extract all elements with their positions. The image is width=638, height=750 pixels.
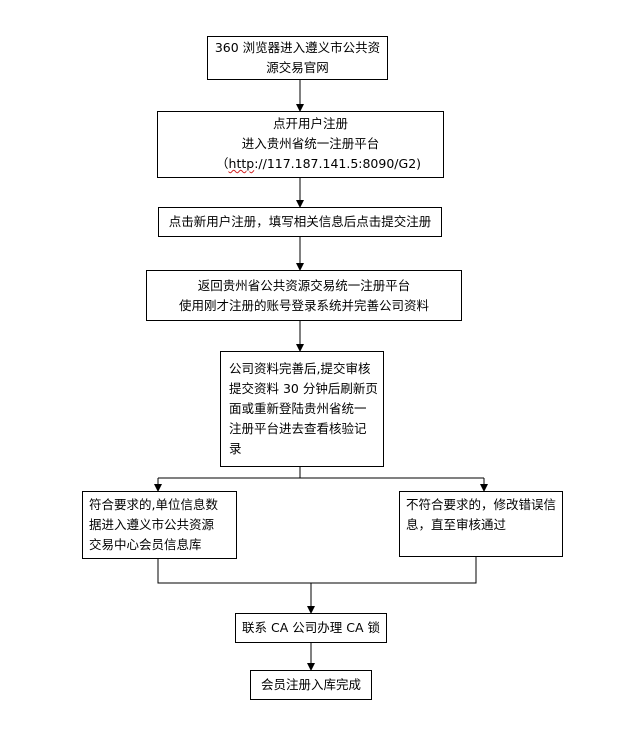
step1-line1: 360 浏览器进入遵义市公共资 <box>214 40 381 55</box>
step6a-line1: 符合要求的,单位信息数 <box>89 497 218 512</box>
step8-box: 会员注册入库完成 <box>250 670 372 700</box>
step2-line1: 点开用户注册 <box>272 116 348 131</box>
step5-line5: 录 <box>229 441 242 456</box>
step3-line1: 点击新用户注册，填写相关信息后点击提交注册 <box>168 214 432 229</box>
step6b-line2: 息，直至审核通过 <box>406 517 507 532</box>
step7-box: 联系 CA 公司办理 CA 锁 <box>235 613 387 643</box>
step5-box: 公司资料完善后,提交审核 提交资料 30 分钟后刷新页 面或重新登陆贵州省统一 … <box>220 351 384 467</box>
step5-line3: 面或重新登陆贵州省统一 <box>229 401 367 416</box>
step4-line1: 返回贵州省公共资源交易统一注册平台 <box>197 278 411 293</box>
branch-merge-line <box>157 557 477 584</box>
step6a-line2: 据进入遵义市公共资源 <box>89 517 215 532</box>
step6b-box: 不符合要求的，修改错误信 息，直至审核通过 <box>399 491 563 557</box>
step4-box: 返回贵州省公共资源交易统一注册平台 使用刚才注册的账号登录系统并完善公司资料 <box>146 270 462 321</box>
step5-line2: 提交资料 30 分钟后刷新页 <box>229 381 378 396</box>
step1-line2: 源交易官网 <box>266 60 329 75</box>
step2-url-paren: （ <box>216 156 229 171</box>
step2-url-line: （http://117.187.141.5:8090/G2) <box>158 154 443 174</box>
step6b-line1: 不符合要求的，修改错误信 <box>406 497 557 512</box>
step3-box: 点击新用户注册，填写相关信息后点击提交注册 <box>158 207 442 237</box>
step2-url-scheme: http <box>228 156 255 171</box>
step4-line2: 使用刚才注册的账号登录系统并完善公司资料 <box>178 298 429 313</box>
step6a-line3: 交易中心会员信息库 <box>89 537 202 552</box>
step8-line1: 会员注册入库完成 <box>260 677 361 692</box>
step1-box: 360 浏览器进入遵义市公共资 源交易官网 <box>207 36 388 80</box>
step2-url-rest: ://117.187.141.5:8090/G2) <box>254 156 422 171</box>
step6a-box: 符合要求的,单位信息数 据进入遵义市公共资源 交易中心会员信息库 <box>82 491 237 559</box>
step5-line4: 注册平台进去查看核验记 <box>229 421 367 436</box>
step2-line2: 进入贵州省统一注册平台 <box>241 136 380 151</box>
step7-line1: 联系 CA 公司办理 CA 锁 <box>242 620 380 635</box>
branch-split-line <box>158 467 484 479</box>
step5-line1: 公司资料完善后,提交审核 <box>229 361 371 376</box>
step2-box: 点开用户注册 进入贵州省统一注册平台 （http://117.187.141.5… <box>157 111 444 178</box>
